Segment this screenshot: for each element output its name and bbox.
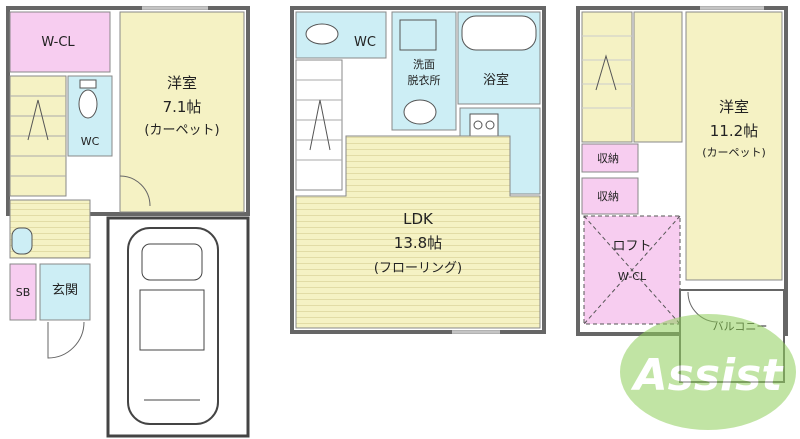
toilet-icon-2f <box>305 23 339 45</box>
washroom-label-1: 洗面 <box>413 58 435 71</box>
watermark-text: Assist <box>631 350 785 401</box>
entrance-door-swing <box>47 321 85 359</box>
entrance-label: 玄関 <box>52 283 78 298</box>
walk-in-closet-1f <box>9 11 111 73</box>
washbasin-icon-2f <box>403 99 437 125</box>
wc-label-1f: WC <box>81 135 100 148</box>
room-size-1f: 7.1帖 <box>163 98 202 116</box>
room-size-3f: 11.2帖 <box>710 122 758 140</box>
storage-label-2: 収納 <box>597 190 619 203</box>
ldk <box>295 135 541 329</box>
door-swing-1f <box>119 175 151 207</box>
floor-2 <box>290 6 546 334</box>
stove-icon <box>469 113 499 137</box>
western-room-3f <box>685 11 783 281</box>
sb-label: SB <box>16 286 31 299</box>
storage-2 <box>581 177 639 215</box>
bathtub-icon <box>461 15 537 51</box>
hallway-3f <box>633 11 683 143</box>
storage-label-1: 収納 <box>597 152 619 165</box>
ldk-name: LDK <box>403 210 434 228</box>
storage-1 <box>581 143 639 173</box>
room-floor-1f: (カーペット) <box>144 123 219 138</box>
room-name-3f: 洋室 <box>719 98 749 116</box>
washbasin-icon <box>11 227 33 255</box>
shoe-box <box>9 263 37 321</box>
loft-label: ロフト <box>612 239 651 254</box>
stairs-3f <box>581 11 633 143</box>
washroom-label-2: 脱衣所 <box>408 73 441 87</box>
toilet-icon <box>78 89 98 119</box>
room-floor-3f: (カーペット) <box>702 146 766 159</box>
carport <box>106 216 250 438</box>
room-name-1f: 洋室 <box>167 74 197 92</box>
floor-1 <box>6 6 250 438</box>
stairs-2f <box>295 59 343 191</box>
loft-wcl-label: W-CL <box>618 270 647 283</box>
western-room-1f <box>119 11 245 213</box>
ldk-size: 13.8帖 <box>394 234 442 252</box>
bath-label: 浴室 <box>483 72 509 88</box>
wcl-label-1f: W-CL <box>41 35 75 50</box>
watermark-logo: Assist <box>620 314 796 430</box>
loft <box>583 215 681 325</box>
entrance-1f <box>39 263 91 321</box>
stairs-1f <box>9 75 67 197</box>
wc-label-2f: WC <box>354 35 376 50</box>
ldk-floor: (フローリング) <box>374 261 462 276</box>
